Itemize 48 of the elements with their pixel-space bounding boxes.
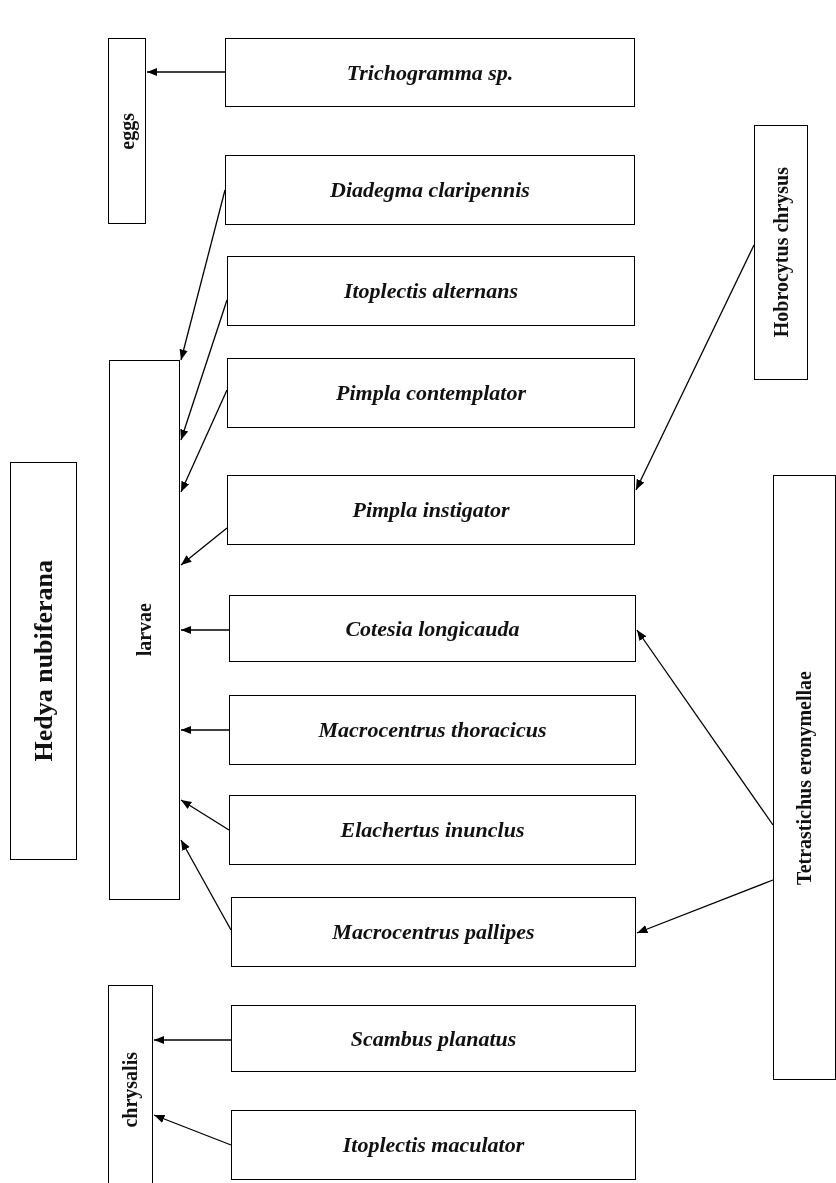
- species-name: Scambus planatus: [350, 1025, 517, 1052]
- arrow: [180, 299, 228, 441]
- species-name: Trichogramma sp.: [346, 59, 514, 86]
- species-name: Tetrastichus eronymellae: [793, 670, 816, 885]
- stage-box: [773, 475, 836, 1080]
- parasitoid-box: [227, 475, 635, 545]
- species-name: Itoplectis alternans: [343, 278, 519, 304]
- parasitoid-box: [225, 155, 635, 225]
- arrow: [180, 389, 228, 493]
- arrow: [636, 629, 774, 826]
- species-name: eggs: [115, 112, 139, 150]
- species-name: chrysalis: [119, 1052, 142, 1128]
- arrow: [146, 67, 226, 77]
- arrow: [180, 839, 232, 931]
- arrow: [180, 725, 230, 735]
- parasitoid-box: [225, 38, 635, 107]
- stage-box: [10, 462, 77, 860]
- parasitoid-box: [229, 595, 636, 662]
- stage-box: [754, 125, 808, 380]
- parasitoid-box: [227, 256, 635, 326]
- species-name: Pimpla contemplator: [335, 380, 527, 406]
- parasitoid-box: [229, 795, 636, 865]
- arrow: [180, 527, 228, 566]
- species-name: Macrocentrus thoracicus: [318, 717, 547, 743]
- species-name: larvae: [133, 603, 156, 657]
- stage-box: [108, 985, 153, 1183]
- parasitoid-box: [227, 358, 635, 428]
- stage-box: [108, 38, 146, 224]
- species-name: Diadegma claripennis: [330, 177, 530, 203]
- arrow: [635, 244, 755, 491]
- arrow: [179, 189, 226, 361]
- species-name: Macrocentrus pallipes: [332, 919, 535, 945]
- parasitoid-box: [231, 1005, 636, 1072]
- species-name: Pimpla instigator: [352, 497, 510, 523]
- arrow: [180, 799, 230, 831]
- species-name: Cotesia longicauda: [345, 615, 520, 642]
- arrow: [153, 1114, 232, 1146]
- species-name: Elachertus inunclus: [340, 817, 525, 843]
- arrow: [636, 879, 774, 934]
- parasitoid-box: [231, 897, 636, 967]
- species-name: Itoplectis maculator: [342, 1132, 525, 1158]
- parasitoid-box: [229, 695, 636, 765]
- arrow: [153, 1035, 232, 1045]
- species-name: Hobrocytus chrysus: [769, 167, 793, 338]
- parasitoid-box: [231, 1110, 636, 1180]
- species-name: Hedya nubiferana: [28, 560, 59, 762]
- stage-box: [109, 360, 180, 900]
- arrow: [180, 625, 230, 635]
